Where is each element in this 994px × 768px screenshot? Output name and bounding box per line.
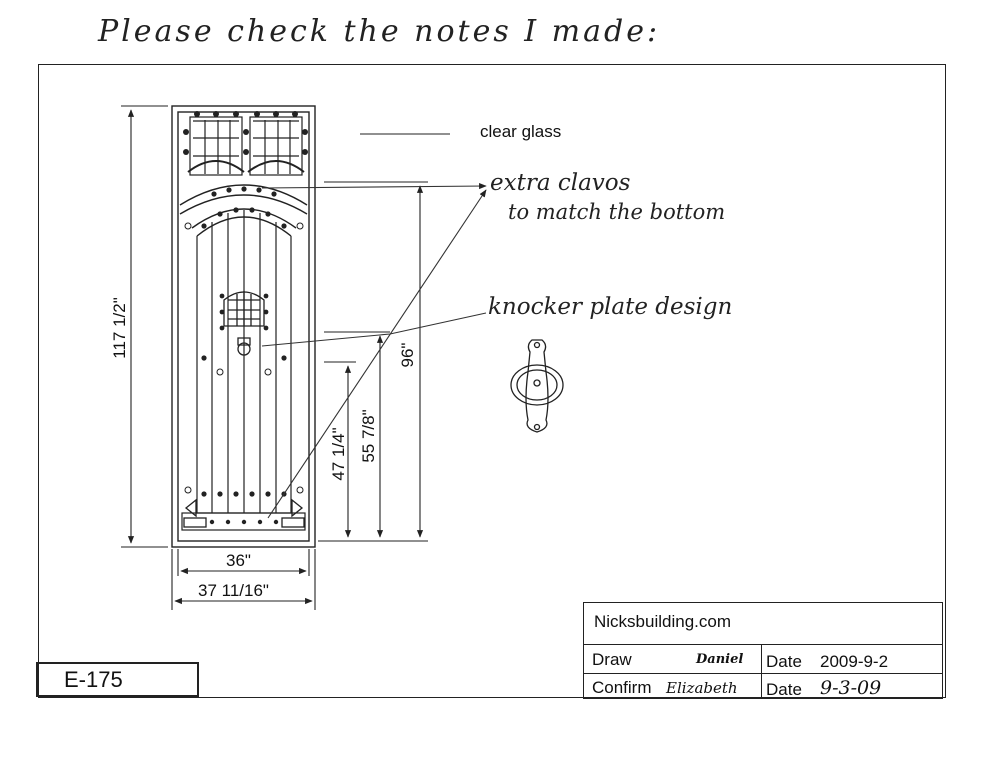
note-extra-clavos: extra clavos <box>490 170 631 196</box>
title-block-divider <box>584 673 942 674</box>
drawing-number: E-175 <box>36 662 199 697</box>
draw-signature: Daniel <box>696 652 744 667</box>
corner-straps <box>183 498 305 528</box>
dimension-label-96: 96" <box>398 342 417 368</box>
date-label-2: Date <box>766 680 802 699</box>
knocker-plate-sketch <box>510 339 564 433</box>
draw-label: Draw <box>592 650 632 669</box>
title-block: Nicksbuilding.com Draw Daniel Date 2009-… <box>583 602 943 699</box>
door-frame <box>171 105 316 548</box>
note-match-bottom: to match the bottom <box>508 200 726 224</box>
date-value-2: 9-3-09 <box>820 677 882 699</box>
dimension-right-heights <box>318 181 428 542</box>
transom-clavos <box>183 111 308 155</box>
dimension-label-37: 37 11/16" <box>198 581 269 600</box>
dimension-widths <box>171 549 316 610</box>
dimension-label-55: 55 7/8" <box>359 409 378 463</box>
date-label-1: Date <box>766 652 802 671</box>
dimension-label-36: 36" <box>226 551 251 570</box>
annotation-arrows <box>261 182 487 519</box>
bottom-clavos <box>209 519 279 525</box>
company-name: Nicksbuilding.com <box>594 612 731 631</box>
arch-clavos <box>211 186 277 197</box>
transom-windows <box>187 116 305 176</box>
plank-clavos <box>201 207 287 497</box>
handwritten-note-header: Please check the notes I made: <box>98 14 661 49</box>
title-block-divider <box>584 644 942 645</box>
drawing-frame <box>38 64 946 698</box>
dimension-total-height <box>121 105 168 548</box>
plank-clavo-rings <box>184 222 304 494</box>
dimension-label-47: 47 1/4" <box>329 427 348 481</box>
clear-glass-label: clear glass <box>480 122 562 141</box>
confirm-label: Confirm <box>592 678 652 697</box>
speakeasy-grille <box>223 291 265 356</box>
title-block-divider <box>761 644 762 698</box>
door-planks <box>181 210 306 531</box>
dimension-label-total-height: 117 1/2" <box>110 297 129 359</box>
confirm-signature: Elizabeth <box>666 679 738 697</box>
note-knocker-plate: knocker plate design <box>488 294 733 320</box>
date-value-1: 2009-9-2 <box>820 652 889 671</box>
grille-clavos <box>219 293 269 331</box>
